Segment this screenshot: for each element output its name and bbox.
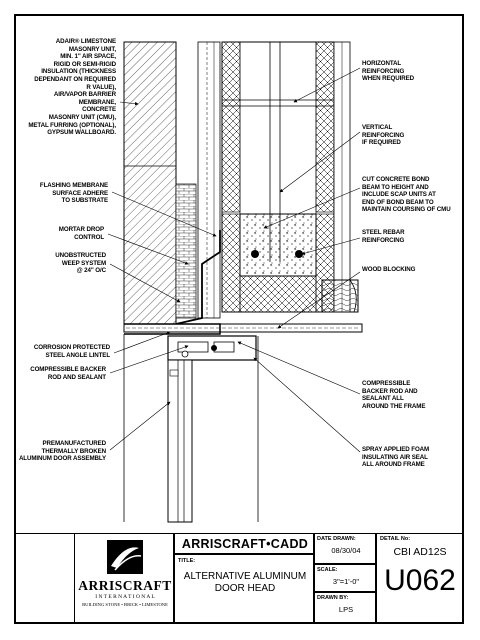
detail-code: CBI AD12S (393, 546, 447, 558)
logo-sub: I N T E R N A T I O N A L (95, 594, 155, 600)
date-label: DATE DRAWN: (317, 536, 356, 542)
door-stile (167, 359, 193, 523)
rebar-left (251, 250, 259, 258)
drawn-by-cell: DRAWN BY: LPS (314, 592, 376, 623)
note-steel-lintel: CORROSION PROTECTED STEEL ANGLE LINTEL (33, 344, 110, 359)
title-label: TITLE: (178, 558, 196, 564)
scale-label: SCALE: (317, 567, 338, 573)
rebar-right (295, 250, 303, 258)
detail-number: U062 (384, 564, 456, 597)
mortar-drop-zone (175, 183, 197, 319)
drawn-by-value: LPS (338, 605, 354, 614)
scale-cell: SCALE: 3"=1'-0" (314, 564, 376, 592)
date-value: 08/30/04 (331, 546, 361, 555)
flashing-membrane (175, 230, 221, 325)
drawing-title-line2: DOOR HEAD (214, 583, 276, 594)
bond-beam (239, 213, 317, 277)
logo-tagline: BUILDING STONE • BRICK • LIMESTONE (82, 602, 168, 607)
note-compressible-backer: COMPRESSIBLE BACKER ROD AND SEALANT ALL … (362, 380, 426, 410)
note-mortar-drop: MORTAR DROP CONTROL (58, 226, 104, 241)
note-backer-rod: COMPRESSIBLE BACKER ROD AND SEALANT (30, 366, 106, 381)
logo-name: ARRISCRAFT (78, 578, 172, 593)
note-wood-blocking: WOOD BLOCKING (362, 266, 416, 273)
date-cell: DATE DRAWN: 08/30/04 (314, 534, 376, 564)
company-header-cell: ARRISCRAFT•CADD (174, 534, 314, 554)
title-block: ARRISCRAFT I N T E R N A T I O N A L BUI… (16, 533, 462, 623)
limestone-veneer (123, 41, 177, 331)
section-drawing (107, 41, 363, 523)
drawing-sheet (14, 14, 464, 624)
right-leaders (237, 67, 361, 453)
note-flashing-membrane: FLASHING MEMBRANE SURFACE ADHERE TO SUBS… (39, 182, 108, 205)
drawing-title-line1: ALTERNATIVE ALUMINUM (183, 571, 307, 582)
note-steel-rebar: STEEL REBAR REINFORCING (362, 229, 405, 244)
scale-value: 3"=1'-0" (332, 577, 360, 586)
note-spray-foam: SPRAY APPLIED FOAM INSULATING AIR SEAL A… (362, 446, 430, 469)
title-cell: TITLE: ALTERNATIVE ALUMINUM DOOR HEAD (174, 554, 314, 623)
note-wall-assembly: ADAIR® LIMESTONE MASONRY UNIT, MIN. 1" A… (28, 38, 116, 137)
note-vertical-reinforcing: VERTICAL REINFORCING IF REQUIRED (362, 124, 405, 147)
note-bond-beam: CUT CONCRETE BOND BEAM TO HEIGHT AND INC… (362, 176, 451, 214)
note-door-assembly: PREMANUFACTURED THERMALLY BROKEN ALUMINU… (18, 440, 106, 463)
detail-cell: DETAIL No: CBI AD12S U062 (376, 534, 462, 623)
arriscraft-logo-mark (107, 540, 143, 574)
logo-cell: ARRISCRAFT I N T E R N A T I O N A L BUI… (74, 534, 174, 623)
company-header: ARRISCRAFT•CADD (181, 537, 309, 551)
note-horizontal-reinforcing: HORIZONTAL REINFORCING WHEN REQUIRED (362, 60, 414, 83)
detail-label: DETAIL No: (380, 536, 411, 542)
drawn-by-label: DRAWN BY: (317, 595, 349, 601)
note-weep-system: UNOBSTRUCTED WEEP SYSTEM @ 24" O/C (55, 252, 106, 275)
left-leaders (107, 101, 217, 451)
rigid-insulation (197, 41, 221, 319)
